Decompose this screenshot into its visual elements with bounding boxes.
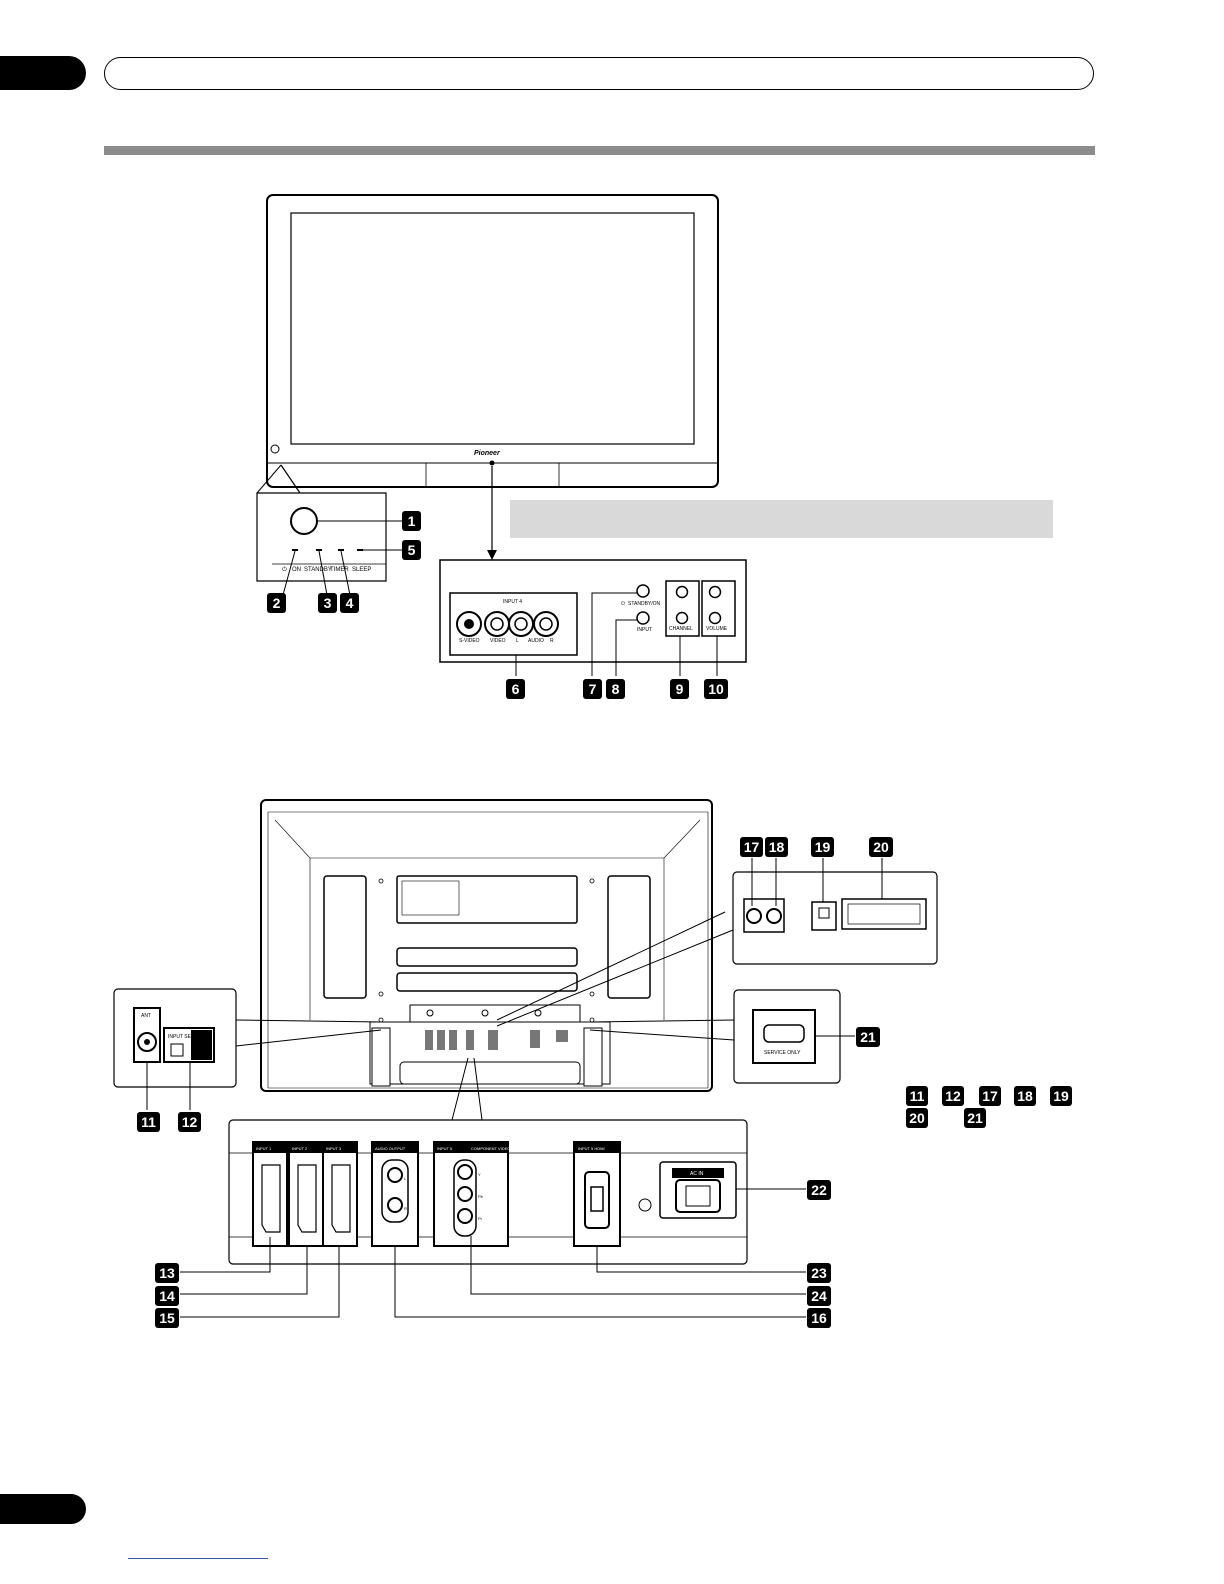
- callout-7: 7: [583, 679, 602, 699]
- svg-text:AC IN: AC IN: [690, 1171, 704, 1177]
- section-rule: [104, 146, 1095, 155]
- note-badge-21: 21: [964, 1108, 986, 1128]
- callout-10: 10: [704, 679, 728, 699]
- chapter-tab: [0, 56, 86, 90]
- tv-power-button: [270, 444, 280, 454]
- input-button: [636, 611, 650, 625]
- note-badge-20: 20: [906, 1108, 928, 1128]
- svg-text:INPUT 2: INPUT 2: [292, 1146, 308, 1151]
- svg-text:COMPONENT VIDEO: COMPONENT VIDEO: [471, 1146, 511, 1151]
- input4-label: INPUT 4: [503, 599, 522, 605]
- page-number-tab: [0, 1494, 86, 1524]
- standby-on-button: [636, 584, 650, 598]
- callout-2: 2: [267, 593, 286, 613]
- callout-9: 9: [670, 679, 689, 699]
- svg-text:ANT: ANT: [141, 1013, 151, 1019]
- callout-19: 19: [811, 837, 834, 857]
- svg-text:⏻: ⏻: [282, 566, 287, 573]
- callout-16: 16: [807, 1308, 831, 1328]
- svg-text:VOLUME: VOLUME: [706, 626, 728, 632]
- callout-14: 14: [155, 1286, 179, 1306]
- svg-text:STANDBY/ON: STANDBY/ON: [628, 601, 661, 607]
- svg-text:INPUT: INPUT: [637, 627, 652, 633]
- svg-text:AUDIO: AUDIO: [528, 638, 544, 644]
- channel-up-button: [675, 585, 689, 599]
- channel-down-button: [675, 611, 689, 625]
- callout-1: 1: [402, 511, 421, 531]
- callout-4: 4: [340, 593, 359, 613]
- callout-21: 21: [856, 1027, 880, 1047]
- callout-17: 17: [740, 837, 763, 857]
- svg-text:⏻: ⏻: [621, 601, 625, 607]
- volume-up-button: [708, 585, 722, 599]
- side-panel-zoom: [439, 559, 747, 663]
- callout-8: 8: [606, 679, 625, 699]
- callout-13: 13: [155, 1263, 179, 1283]
- callout-15: 15: [155, 1308, 179, 1328]
- callout-12: 12: [178, 1112, 201, 1132]
- note-badge-19: 19: [1050, 1086, 1072, 1106]
- caption-bar: [510, 500, 1053, 538]
- brand-logo: Pioneer: [474, 450, 501, 457]
- callout-3: 3: [318, 593, 337, 613]
- callout-20: 20: [869, 837, 893, 857]
- svg-text:VIDEO: VIDEO: [490, 638, 506, 644]
- svg-text:Y: Y: [478, 1172, 481, 1177]
- power-button-zoom: [290, 507, 318, 535]
- led-label-standby: STANDBY: [304, 567, 332, 573]
- svg-text:INPUT 3: INPUT 3: [326, 1146, 342, 1151]
- header-bar: [104, 57, 1094, 90]
- svg-text:INPUT 5 HDMI: INPUT 5 HDMI: [578, 1146, 605, 1151]
- svg-text:R: R: [404, 1206, 407, 1211]
- svg-text:AUDIO OUTPUT: AUDIO OUTPUT: [375, 1146, 406, 1151]
- svg-text:Pb: Pb: [478, 1194, 484, 1199]
- front-view-diagram: ⏻ ON STANDBY TIMER SLEEP INPUT 4 S-VIDEO…: [256, 194, 747, 676]
- rear-view-diagram: ANT INPUT SELECT SERVICE ONLY INPUT 1 IN…: [113, 799, 938, 1318]
- note-badge-18: 18: [1014, 1086, 1036, 1106]
- svg-text:R: R: [550, 638, 554, 644]
- footer-link[interactable]: [128, 1558, 268, 1559]
- tv-screen: [290, 212, 695, 445]
- svg-text:INPUT SELECT: INPUT SELECT: [168, 1034, 204, 1040]
- svg-text:L: L: [404, 1176, 407, 1181]
- volume-down-button: [708, 611, 722, 625]
- audio-r-jack: [533, 611, 559, 637]
- tv-rear-body: [260, 799, 713, 1092]
- note-badge-12: 12: [942, 1086, 964, 1106]
- svg-text:CHANNEL: CHANNEL: [669, 626, 693, 632]
- video-jack: [484, 611, 510, 637]
- audio-l-jack: [508, 611, 534, 637]
- svg-text:SERVICE ONLY: SERVICE ONLY: [764, 1050, 801, 1056]
- callout-18: 18: [765, 837, 788, 857]
- note-badge-17: 17: [979, 1086, 1001, 1106]
- callout-11: 11: [137, 1112, 160, 1132]
- callout-5: 5: [402, 540, 421, 560]
- svg-text:INPUT 1: INPUT 1: [256, 1146, 272, 1151]
- callout-6: 6: [506, 679, 525, 699]
- led-label-on: ON: [292, 567, 301, 573]
- svg-text:L: L: [516, 638, 519, 644]
- svg-text:Pr: Pr: [478, 1216, 483, 1221]
- callout-23: 23: [807, 1263, 831, 1283]
- led-label-sleep: SLEEP: [352, 567, 371, 573]
- callout-22: 22: [807, 1180, 831, 1200]
- svg-text:INPUT 5: INPUT 5: [437, 1146, 453, 1151]
- svg-text:S-VIDEO: S-VIDEO: [459, 638, 480, 644]
- led-label-timer: TIMER: [330, 567, 349, 573]
- note-badge-11: 11: [906, 1086, 928, 1106]
- callout-24: 24: [807, 1286, 831, 1306]
